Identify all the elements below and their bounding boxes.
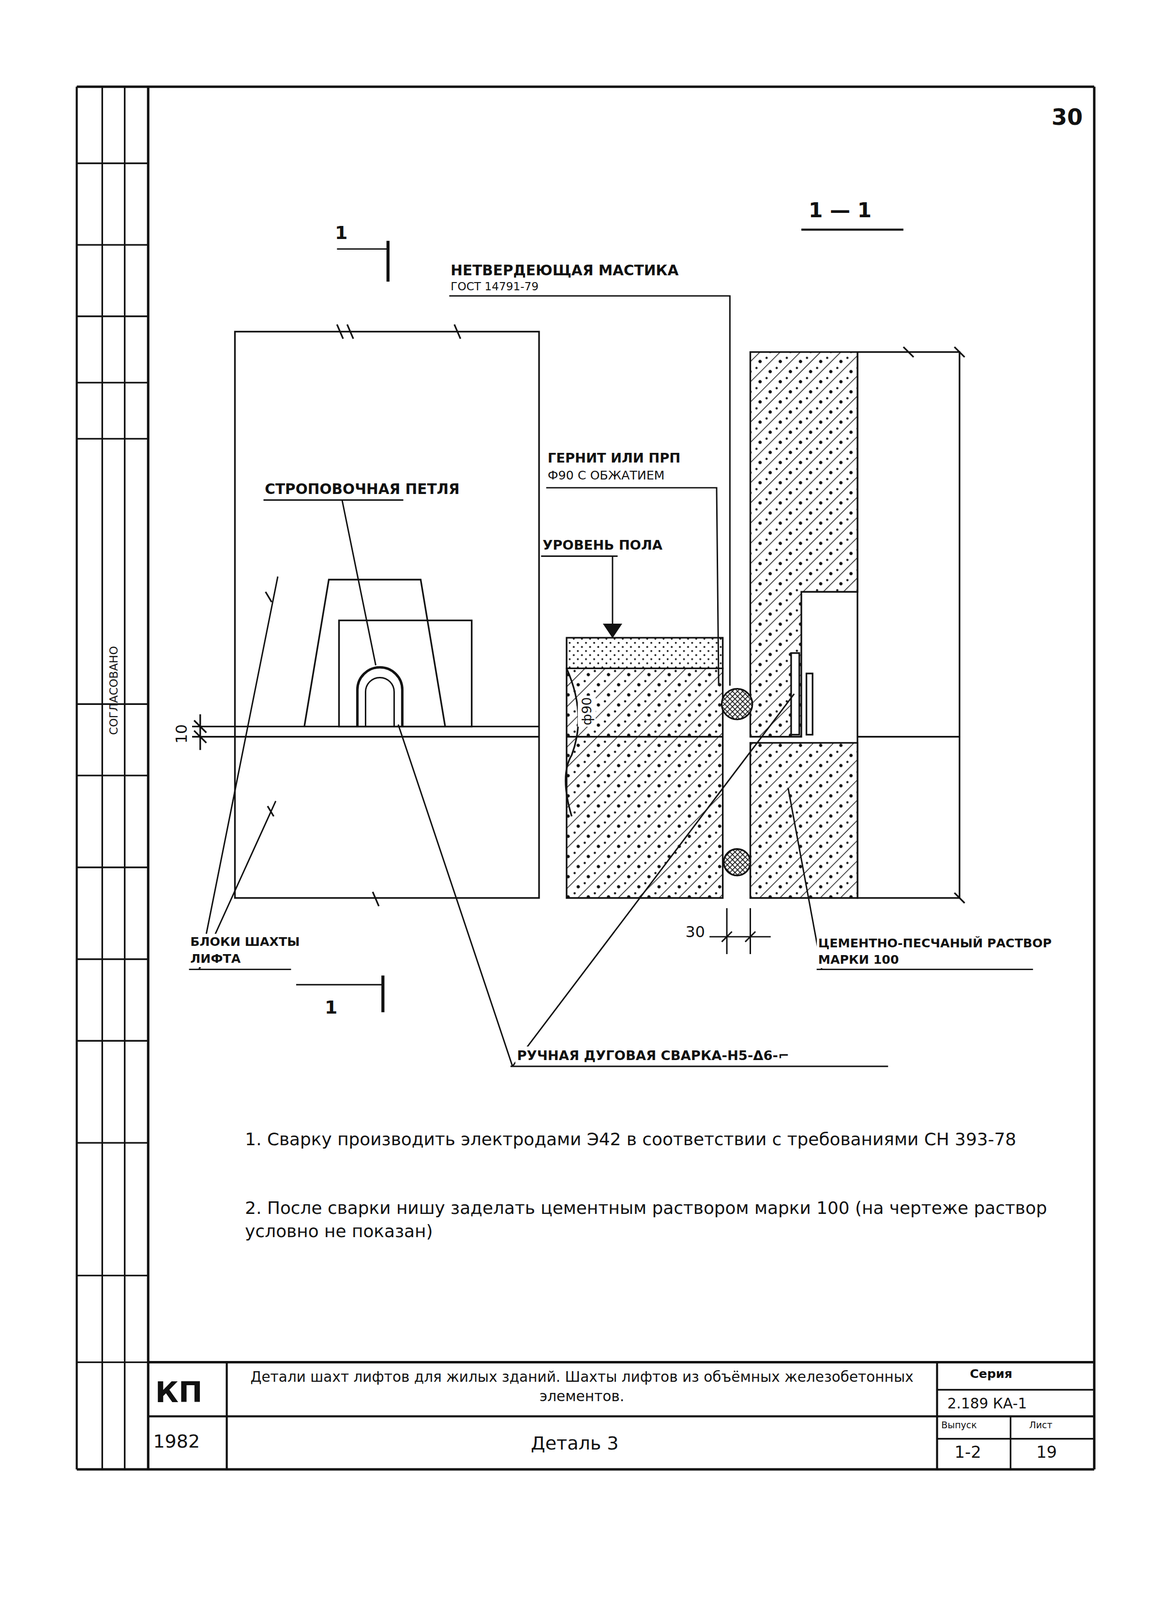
year: 1982 xyxy=(152,1429,200,1455)
callout-text: СТРОПОВОЧНАЯ ПЕТЛЯ xyxy=(263,480,462,500)
note: 1. Сварку производить электродами Э42 в … xyxy=(244,1127,1082,1152)
title-cell: 1-2 xyxy=(954,1441,982,1464)
detail-name: Деталь 3 xyxy=(530,1431,619,1457)
callout-text: ЦЕМЕНТНО-ПЕСЧАНЫЙ РАСТВОР МАРКИ 100 xyxy=(816,935,1055,969)
series-number: 2.189 КА-1 xyxy=(947,1394,1027,1414)
title-cell: Лист xyxy=(1029,1419,1053,1432)
section xyxy=(565,346,965,903)
organisation-mark: КП xyxy=(155,1373,203,1413)
callout-text: ГЕРНИТ ИЛИ ПРП xyxy=(546,449,683,467)
sheet-frame xyxy=(76,86,1095,1470)
standard-ref: ГОСТ 14791-79 xyxy=(449,278,541,294)
title-cell: Выпуск xyxy=(941,1419,977,1432)
callout-text: УРОВЕНЬ ПОЛА xyxy=(540,536,664,555)
callout-text: НЕТВЕРДЕЮЩАЯ МАСТИКА xyxy=(449,261,680,281)
callout-text: БЛОКИ ШАХТЫ ЛИФТА xyxy=(188,933,304,967)
section-mark: 1 xyxy=(334,220,348,246)
callout-text: Ф90 С ОБЖАТИЕМ xyxy=(546,467,667,484)
title-cell: Серия xyxy=(969,1366,1013,1383)
title-cell: 19 xyxy=(1036,1441,1057,1464)
section-title: 1 — 1 xyxy=(808,196,872,225)
note: 2. После сварки нишу заделать цементным … xyxy=(244,1196,1082,1244)
stamp-text: СОГЛАСОВАНО xyxy=(105,646,121,736)
callout-text: РУЧНАЯ ДУГОВАЯ СВАРКА-Н5-Δ6-⌐ xyxy=(515,1046,791,1065)
sheet-title: Детали шахт лифтов для жилых зданий. Шах… xyxy=(234,1367,930,1407)
sheet-number: 30 xyxy=(1051,102,1083,133)
elevation xyxy=(189,324,540,907)
dimension: 10 xyxy=(171,722,193,746)
section-mark: 1 xyxy=(324,995,338,1021)
dimension: ф90 xyxy=(577,695,596,727)
dimension: 30 xyxy=(684,921,707,943)
